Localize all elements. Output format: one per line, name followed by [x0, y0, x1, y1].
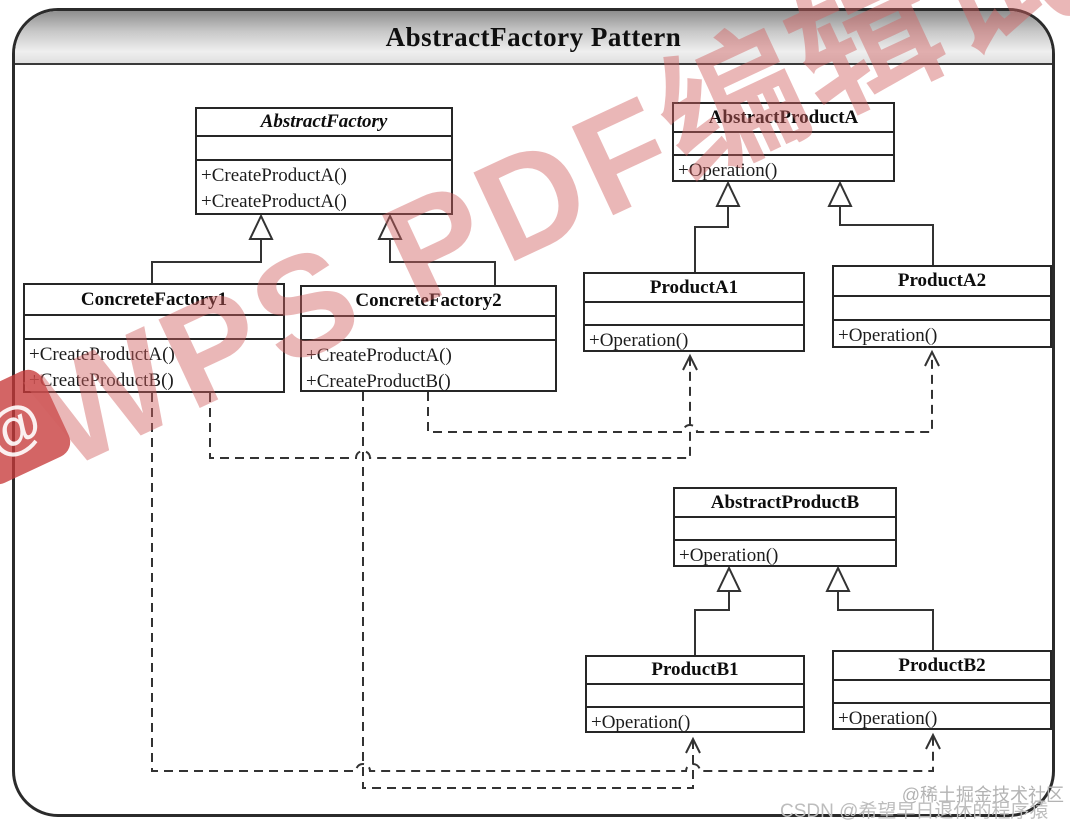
- method-label: +CreateProductA(): [201, 165, 347, 186]
- class-attributes-empty: [675, 518, 895, 541]
- class-methods: +Operation(): [675, 541, 895, 569]
- class-methods: +CreateProductA() +CreateProductB(): [25, 340, 283, 394]
- class-methods: +CreateProductA() +CreateProductA(): [197, 161, 451, 215]
- class-product-b1: ProductB1 +Operation(): [585, 655, 805, 733]
- class-attributes-empty: [834, 297, 1050, 321]
- class-title: AbstractFactory: [197, 109, 451, 137]
- class-title: ProductA1: [585, 274, 803, 303]
- method-label: +Operation(): [838, 708, 938, 729]
- method-label: +Operation(): [679, 545, 779, 566]
- class-title: AbstractProductA: [674, 104, 893, 133]
- diagram-title: AbstractFactory Pattern: [385, 21, 682, 52]
- class-title: ConcreteFactory1: [25, 285, 283, 316]
- class-methods: +Operation(): [834, 704, 1050, 732]
- dependency-cf1-producta1: [209, 358, 691, 459]
- dependency-cf2-producta2: [427, 354, 933, 433]
- method-label: +CreateProductA(): [306, 345, 452, 366]
- class-concrete-factory-2: ConcreteFactory2+CreateProductA()+Create…: [300, 285, 557, 392]
- class-attributes-empty: [585, 303, 803, 326]
- method-label: +CreateProductA(): [201, 191, 347, 212]
- inheritance-triangle-icon: [377, 213, 403, 240]
- class-attributes-empty: [25, 316, 283, 340]
- class-title: ConcreteFactory2: [302, 287, 555, 317]
- inheritance-triangle-icon: [827, 180, 853, 207]
- class-concrete-factory-1: ConcreteFactory1+CreateProductA()+Create…: [23, 283, 285, 393]
- method-label: +Operation(): [589, 330, 689, 351]
- generalization-cf1-abstractfactory: [151, 239, 262, 283]
- dependency-arrowhead-icon: [924, 349, 940, 367]
- class-methods: +Operation(): [587, 708, 803, 736]
- class-methods: +Operation(): [585, 326, 803, 354]
- class-abstract-product-a: AbstractProductA +Operation(): [672, 102, 895, 182]
- class-abstract-factory: AbstractFactory+CreateProductA()+CreateP…: [195, 107, 453, 215]
- class-title: ProductA2: [834, 267, 1050, 297]
- class-attributes-empty: [197, 137, 451, 161]
- class-title: ProductB2: [834, 652, 1050, 681]
- dependency-arrowhead-icon: [685, 736, 701, 754]
- class-attributes-empty: [834, 681, 1050, 704]
- class-attributes-empty: [674, 133, 893, 156]
- method-label: +CreateProductB(): [29, 370, 174, 391]
- class-attributes-empty: [587, 685, 803, 708]
- inheritance-triangle-icon: [825, 565, 851, 592]
- method-label: +Operation(): [678, 160, 778, 181]
- class-methods: +Operation(): [834, 321, 1050, 349]
- class-product-b2: ProductB2 +Operation(): [832, 650, 1052, 730]
- generalization-b2-abstractproductb: [837, 590, 934, 650]
- class-product-a2: ProductA2 +Operation(): [832, 265, 1052, 348]
- inheritance-triangle-icon: [248, 213, 274, 240]
- class-methods: +Operation(): [674, 156, 893, 184]
- class-title: ProductB1: [587, 657, 803, 685]
- class-methods: +CreateProductA() +CreateProductB(): [302, 341, 555, 395]
- generalization-a1-abstractproducta: [694, 205, 729, 272]
- class-attributes-empty: [302, 317, 555, 341]
- diagram-title-bar: AbstractFactory Pattern: [15, 11, 1052, 65]
- dependency-cf1-productb2: [151, 393, 934, 772]
- method-label: +Operation(): [591, 712, 691, 733]
- class-product-a1: ProductA1 +Operation(): [583, 272, 805, 352]
- dependency-cf2-productb1: [362, 392, 694, 789]
- generalization-cf2-abstractfactory: [389, 239, 496, 285]
- dependency-arrowhead-icon: [682, 353, 698, 371]
- method-label: +CreateProductA(): [29, 344, 175, 365]
- dependency-arrowhead-icon: [925, 732, 941, 750]
- generalization-a2-abstractproducta: [839, 205, 934, 265]
- class-title: AbstractProductB: [675, 489, 895, 518]
- inheritance-triangle-icon: [715, 180, 741, 207]
- method-label: +CreateProductB(): [306, 371, 451, 392]
- class-abstract-product-b: AbstractProductB +Operation(): [673, 487, 897, 567]
- inheritance-triangle-icon: [716, 565, 742, 592]
- method-label: +Operation(): [838, 325, 938, 346]
- generalization-b1-abstractproductb: [694, 590, 730, 655]
